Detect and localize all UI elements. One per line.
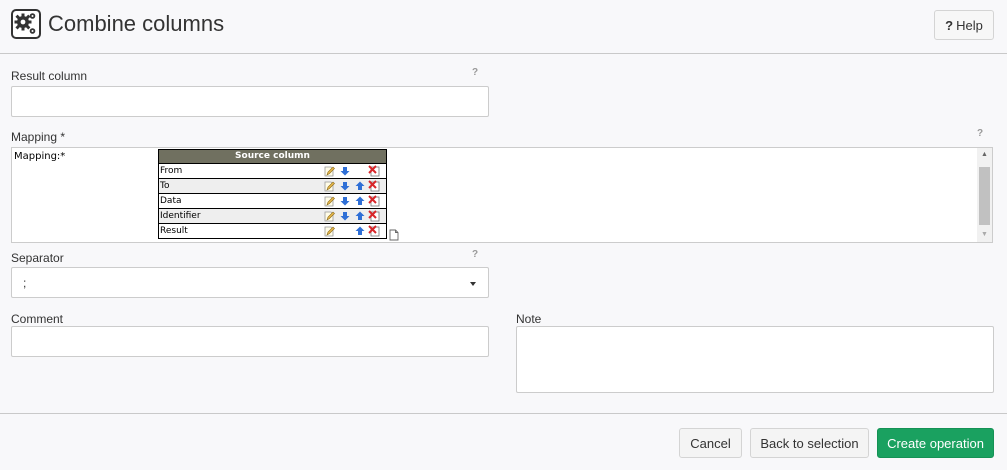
mapping-row-name: From	[160, 166, 183, 176]
edit-icon[interactable]	[323, 165, 335, 177]
mapping-editor[interactable]: Mapping:* Source column From To Data Ide…	[11, 147, 993, 243]
arrow-up-icon[interactable]	[354, 210, 366, 222]
delete-icon[interactable]	[368, 210, 380, 222]
delete-icon[interactable]	[368, 180, 380, 192]
page-title: Combine columns	[48, 11, 225, 36]
mapping-label: Mapping *	[11, 130, 66, 144]
mapping-table: Source column From To Data Identifier	[158, 149, 387, 239]
scroll-down-arrow-icon[interactable]: ▼	[981, 231, 988, 238]
comment-input[interactable]	[11, 326, 489, 357]
chevron-down-icon	[470, 282, 476, 286]
header-bar: Combine columns ? Help	[0, 0, 1007, 54]
edit-icon[interactable]	[323, 195, 335, 207]
mapping-row-result[interactable]: Result	[159, 223, 386, 238]
separator-select[interactable]: ;	[11, 267, 489, 298]
mapping-row-name: Data	[160, 196, 182, 206]
arrow-down-icon[interactable]	[339, 210, 351, 222]
mapping-row-to[interactable]: To	[159, 178, 386, 193]
arrow-down-icon[interactable]	[339, 180, 351, 192]
mapping-row-name: To	[160, 181, 170, 191]
help-question-icon: ?	[945, 17, 954, 33]
edit-icon[interactable]	[323, 180, 335, 192]
scroll-thumb[interactable]	[979, 167, 990, 225]
delete-icon[interactable]	[368, 195, 380, 207]
edit-icon[interactable]	[323, 225, 335, 237]
mapping-inner-label: Mapping:*	[14, 151, 66, 162]
mapping-help-icon[interactable]: ?	[977, 128, 984, 139]
result-column-help-icon[interactable]: ?	[472, 67, 479, 78]
footer-bar: Cancel Back to selection Create operatio…	[0, 413, 1007, 470]
arrow-up-icon[interactable]	[354, 225, 366, 237]
new-row-icon[interactable]	[389, 229, 399, 241]
back-to-selection-button[interactable]: Back to selection	[750, 428, 869, 458]
note-label: Note	[516, 312, 542, 326]
create-operation-button[interactable]: Create operation	[877, 428, 994, 458]
mapping-row-name: Result	[160, 226, 188, 236]
delete-icon[interactable]	[368, 165, 380, 177]
result-column-input[interactable]	[11, 86, 489, 117]
separator-help-icon[interactable]: ?	[472, 249, 479, 260]
mapping-row-data[interactable]: Data	[159, 193, 386, 208]
delete-icon[interactable]	[368, 225, 380, 237]
arrow-down-icon[interactable]	[339, 195, 351, 207]
mapping-scrollbar[interactable]: ▲ ▼	[977, 148, 992, 242]
mapping-row-identifier[interactable]: Identifier	[159, 208, 386, 223]
comment-label: Comment	[11, 312, 64, 326]
edit-icon[interactable]	[323, 210, 335, 222]
help-button-label: Help	[956, 17, 983, 33]
mapping-row-from[interactable]: From	[159, 163, 386, 178]
help-button[interactable]: ? Help	[934, 10, 994, 40]
scroll-up-arrow-icon[interactable]: ▲	[981, 151, 988, 158]
separator-value: ;	[23, 276, 27, 290]
mapping-table-header: Source column	[159, 150, 386, 163]
mapping-row-name: Identifier	[160, 211, 201, 221]
arrow-up-icon[interactable]	[354, 180, 366, 192]
cancel-button[interactable]: Cancel	[679, 428, 742, 458]
arrow-up-icon[interactable]	[354, 195, 366, 207]
arrow-down-icon[interactable]	[339, 165, 351, 177]
note-textarea[interactable]	[516, 326, 994, 393]
result-column-label: Result column	[11, 69, 88, 83]
separator-label: Separator	[11, 251, 64, 265]
gears-icon	[11, 9, 41, 39]
